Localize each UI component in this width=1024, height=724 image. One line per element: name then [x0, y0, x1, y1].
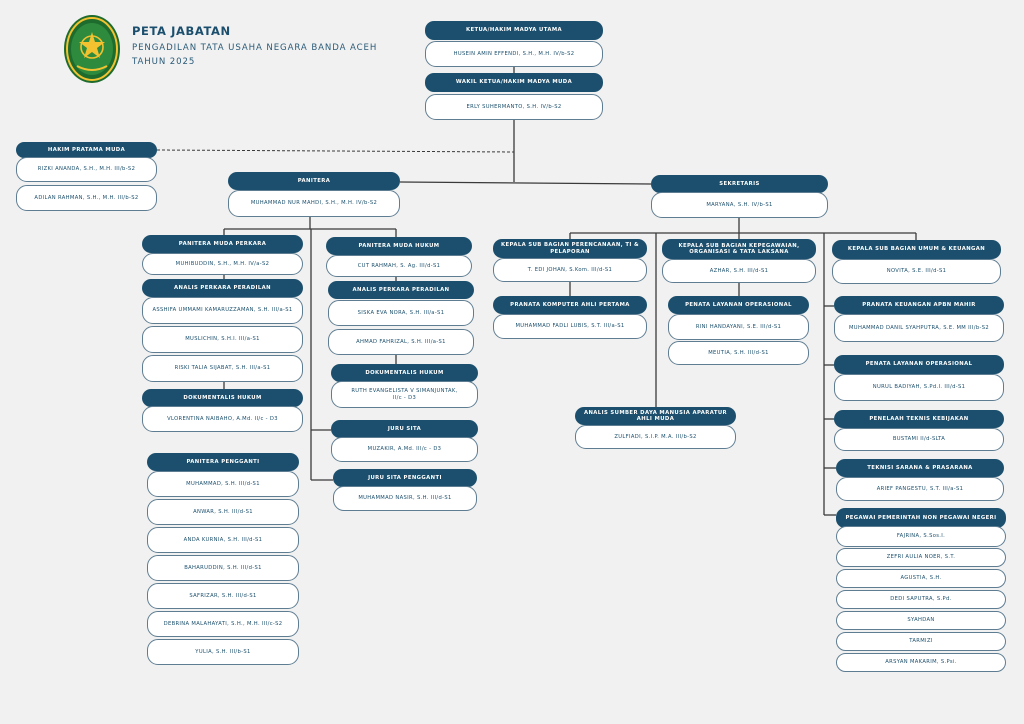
jsp-name: MUHAMMAD NASIR, S.H. III/d-S1	[333, 486, 477, 511]
js-header: JURU SITA	[331, 420, 478, 438]
pp-name-7: YULIA, S.H. III/b-S1	[147, 639, 299, 665]
app-name-2: MUSLICHIN, S.H.I. III/a-S1	[142, 326, 303, 353]
app-name-1: ASSHIFA UMMAMI KAMARUZZAMAN, S.H. III/a-…	[142, 297, 303, 324]
ppn-name-1: FAJRINA, S.Sos.I.	[836, 526, 1006, 547]
js-name: MUZAKIR, A.Md. III/c - D3	[331, 437, 478, 462]
ppn-name-6: TARMIZI	[836, 632, 1006, 651]
jsp-header: JURU SITA PENGGANTI	[333, 469, 477, 487]
pp-name-4: BAHARUDDIN, S.H. III/d-S1	[147, 555, 299, 581]
pp-name-1: MUHAMMAD, S.H. III/d-S1	[147, 471, 299, 497]
ppn-name-5: SYAHDAN	[836, 611, 1006, 630]
ksb1-header: KEPALA SUB BAGIAN PERENCANAAN, TI & PELA…	[493, 239, 647, 258]
ptk-header: PENELAAH TEKNIS KEBIJAKAN	[834, 410, 1004, 428]
ppn-name-2: ZEFRI AULIA NOER, S.T.	[836, 548, 1006, 567]
ketua-header: KETUA/HAKIM MADYA UTAMA	[425, 21, 603, 40]
connector-line	[399, 181, 652, 185]
ksb2-header: KEPALA SUB BAGIAN KEPEGAWAIAN, ORGANISAS…	[662, 239, 816, 259]
pp-name-2: ANWAR, S.H. III/d-S1	[147, 499, 299, 525]
page-subtitle: PENGADILAN TATA USAHA NEGARA BANDA ACEH	[132, 43, 378, 53]
wakil-header: WAKIL KETUA/HAKIM MADYA MUDA	[425, 73, 603, 92]
app2-name-1: SISKA EVA NORA, S.H. III/a-S1	[328, 300, 474, 326]
plo2-header: PENATA LAYANAN OPERASIONAL	[834, 355, 1004, 374]
ptk-name: BUSTAMI II/d-SLTA	[834, 428, 1004, 451]
plo-name-1: RINI HANDAYANI, S.E. III/d-S1	[668, 314, 809, 340]
page-title: PETA JABATAN	[132, 24, 231, 38]
asdm-name: ZULFIADI, S.I.P. M.A. III/b-S2	[575, 425, 736, 449]
hakim-header: HAKIM PRATAMA MUDA	[16, 142, 157, 158]
ksb3-name: NOVITA, S.E. III/d-S1	[832, 259, 1001, 284]
pp-name-3: ANDA KURNIA, S.H. III/d-S1	[147, 527, 299, 553]
dashed-connector-line	[156, 149, 515, 153]
ppn-name-4: DEDI SAPUTRA, S.Pd.	[836, 590, 1006, 609]
pka-header: PRANATA KEUANGAN APBN MAHIR	[834, 296, 1004, 314]
app2-name-2: AHMAD FAHRIZAL, S.H. III/a-S1	[328, 329, 474, 355]
wakil-name: ERLY SUHERMANTO, S.H. IV/b-S2	[425, 94, 603, 120]
pk-name: MUHAMMAD FADLI LUBIS, S.T. III/a-S1	[493, 314, 647, 339]
panitera-name: MUHAMMAD NUR MAHDI, S.H., M.H. IV/b-S2	[228, 190, 400, 217]
pmh-header: PANITERA MUDA HUKUM	[326, 237, 472, 255]
asdm-header: ANALIS SUMBER DAYA MANUSIA APARATUR AHLI…	[575, 407, 736, 425]
ksb1-name: T. EDI JOHAN, S.Kom. III/d-S1	[493, 258, 647, 282]
hakim-name-1: RIZKI ANANDA, S.H., M.H. III/b-S2	[16, 157, 157, 182]
pp-name-5: SAFRIZAR, S.H. III/d-S1	[147, 583, 299, 609]
sekretaris-name: MARYANA, S.H. IV/b-S1	[651, 192, 828, 218]
ppn-name-7: ARSYAN MAKARIM, S.Psi.	[836, 653, 1006, 672]
ksb3-header: KEPALA SUB BAGIAN UMUM & KEUANGAN	[832, 240, 1001, 259]
panitera-header: PANITERA	[228, 172, 400, 190]
hakim-name-2: ADILAN RAHMAN, S.H., M.H. III/b-S2	[16, 185, 157, 211]
sekretaris-header: SEKRETARIS	[651, 175, 828, 193]
tsp-name: ARIEF PANGESTU, S.T. III/a-S1	[836, 477, 1004, 501]
plo-header: PENATA LAYANAN OPERASIONAL	[668, 296, 809, 314]
pmp-header: PANITERA MUDA PERKARA	[142, 235, 303, 253]
app-header: ANALIS PERKARA PERADILAN	[142, 279, 303, 297]
pmh-name: CUT RAHMAH, S. Ag. III/d-S1	[326, 255, 472, 277]
pk-header: PRANATA KOMPUTER AHLI PERTAMA	[493, 296, 647, 314]
dok2-name: RUTH EVANGELISTA V SIMANJUNTAK, II/c - D…	[331, 381, 478, 408]
pp-header: PANITERA PENGGANTI	[147, 453, 299, 471]
plo-name-2: MEUTIA, S.H. III/d-S1	[668, 341, 809, 365]
ppn-header: PEGAWAI PEMERINTAH NON PEGAWAI NEGERI	[836, 508, 1006, 528]
dok1-header: DOKUMENTALIS HUKUM	[142, 389, 303, 407]
ketua-name: HUSEIN AMIN EFFENDI, S.H., M.H. IV/b-S2	[425, 41, 603, 67]
plo2-name: NURUL BADIYAH, S.Pd.I. III/d-S1	[834, 374, 1004, 401]
pp-name-6: DEBRINA MALAHAYATI, S.H., M.H. III/c-S2	[147, 611, 299, 637]
app2-header: ANALIS PERKARA PERADILAN	[328, 281, 474, 299]
court-logo	[64, 15, 120, 83]
dok2-header: DOKUMENTALIS HUKUM	[331, 364, 478, 382]
tsp-header: TEKNISI SARANA & PRASARANA	[836, 459, 1004, 477]
dok1-name: VLORENTINA NAIBAHO, A.Md. II/c - D3	[142, 406, 303, 432]
ppn-name-3: AGUSTIA, S.H.	[836, 569, 1006, 588]
ksb2-name: AZHAR, S.H. III/d-S1	[662, 259, 816, 283]
page-year: TAHUN 2025	[132, 57, 196, 67]
pmp-name: MUHIBUDDIN, S.H., M.H. IV/a-S2	[142, 253, 303, 275]
pka-name: MUHAMMAD DANIL SYAHPUTRA, S.E. MM III/b-…	[834, 314, 1004, 342]
app-name-3: RISKI TALIA SIJABAT, S.H. III/a-S1	[142, 355, 303, 382]
